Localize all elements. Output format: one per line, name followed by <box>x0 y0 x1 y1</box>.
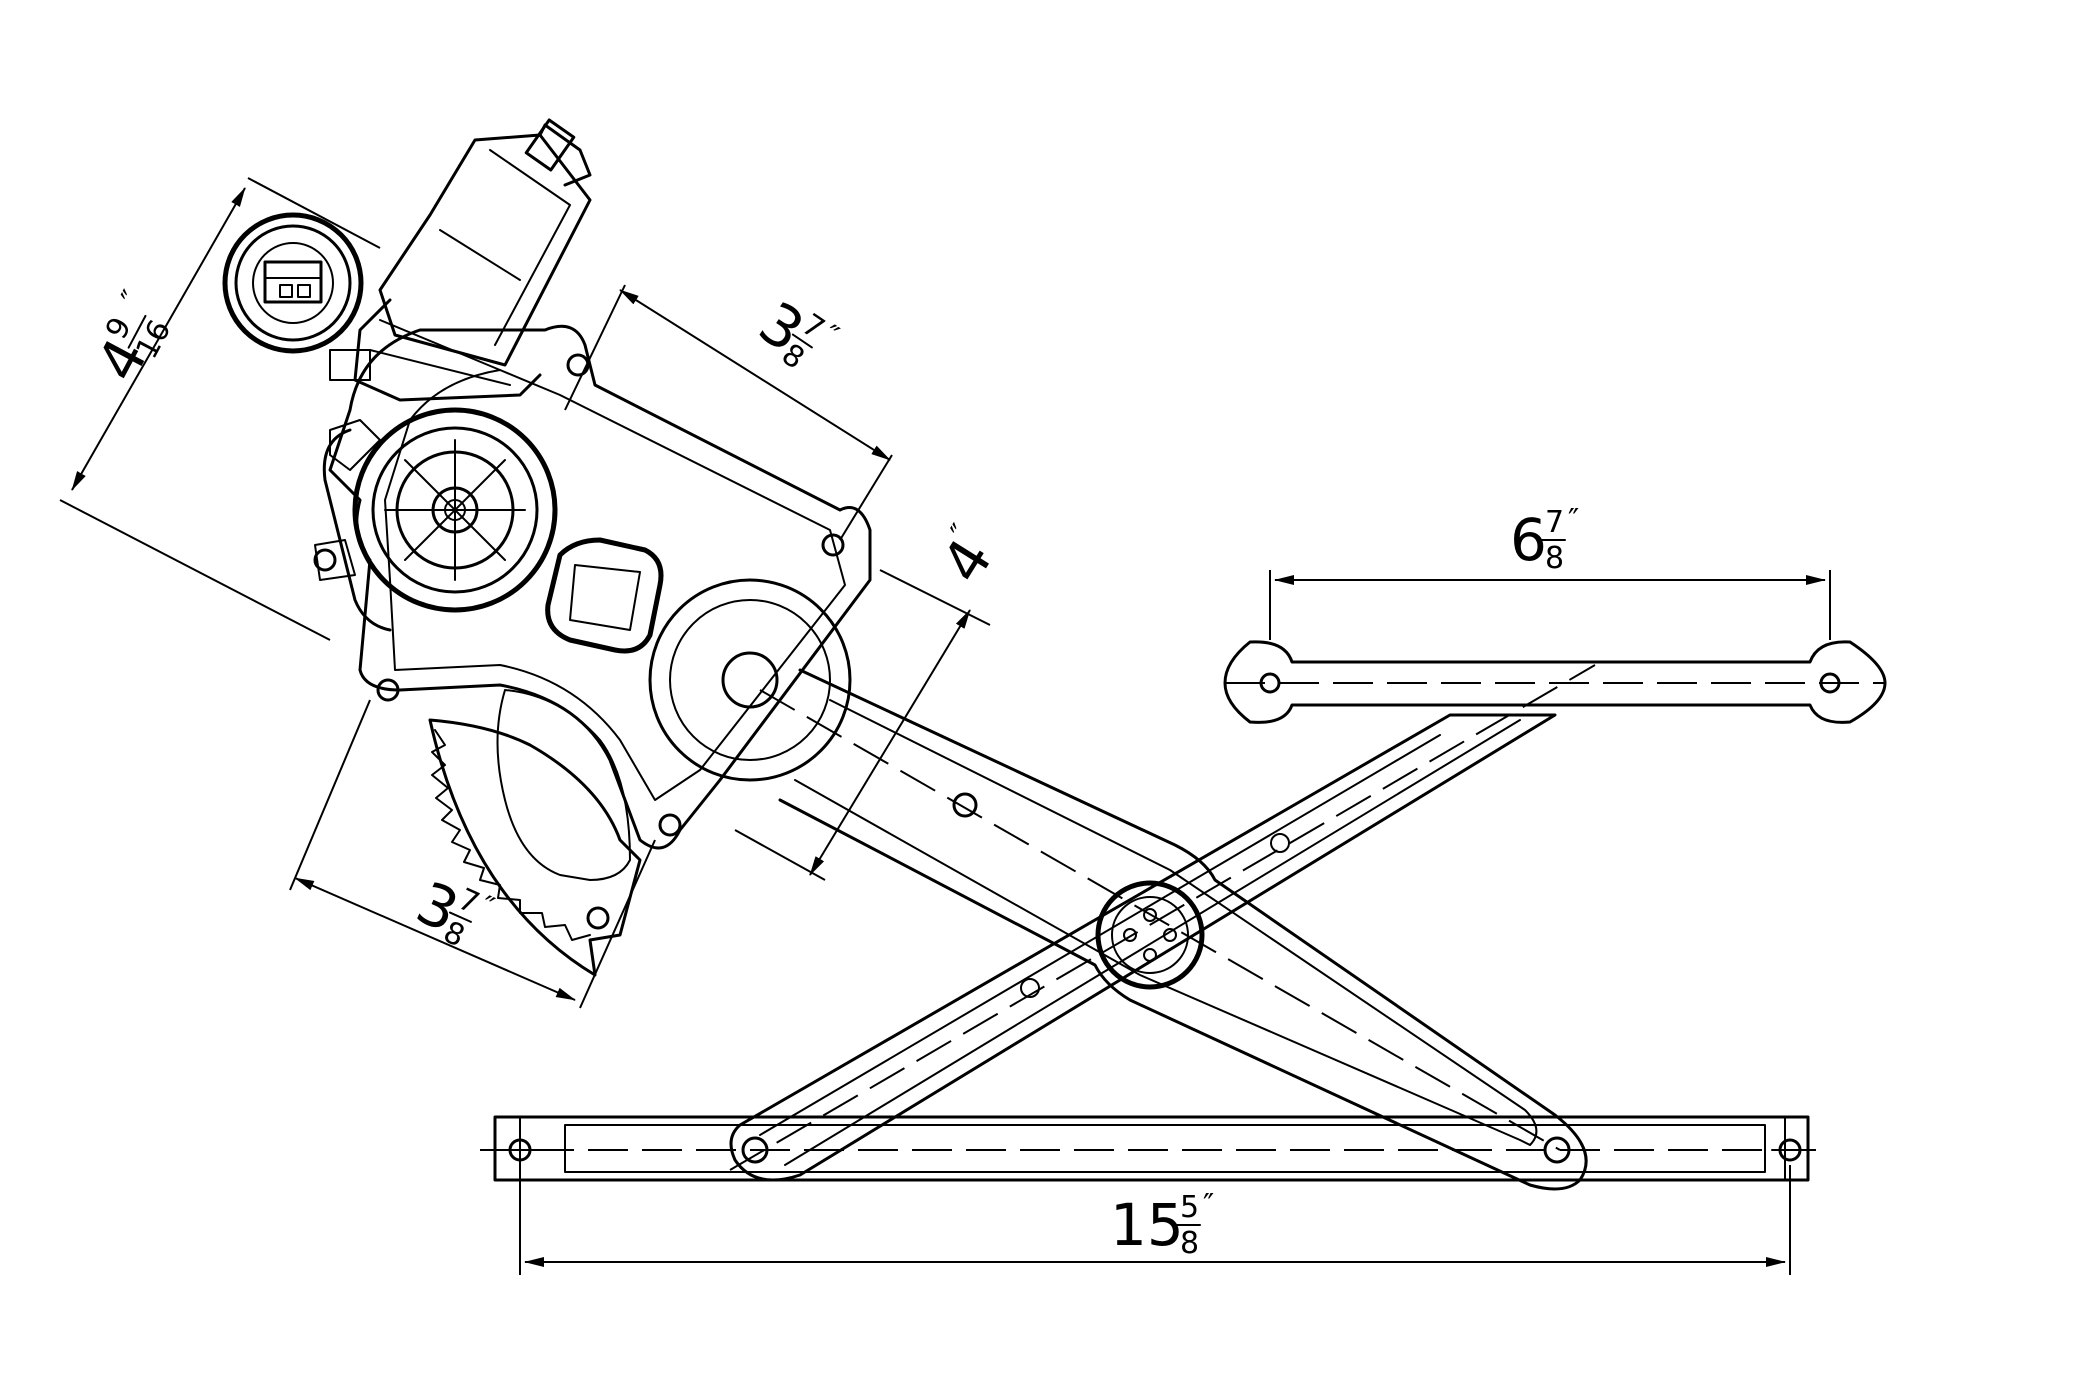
dim-label-arm-width: 4 ″ <box>929 518 1006 594</box>
drive-gear <box>313 407 558 632</box>
dim-label-motor-height: 4 9 16 ″ <box>84 285 179 392</box>
arm-hole <box>952 792 978 818</box>
lift-arm-main <box>759 668 1588 1191</box>
lower-rail <box>480 1115 1830 1182</box>
dim-unit: ″ <box>115 285 151 311</box>
dim-numerator: 5 <box>1180 1190 1199 1225</box>
dim-whole: 15 <box>1110 1191 1184 1259</box>
arm-pivot-lower <box>741 1136 769 1164</box>
dim-denominator: 8 <box>1545 541 1564 576</box>
oval-slot <box>545 537 664 654</box>
mounting-plate <box>328 324 872 850</box>
dim-label-upper-rail: 6 7 8 ″ <box>1510 503 1579 576</box>
arm-pivot-rail <box>1543 1136 1571 1164</box>
motor-body <box>329 118 592 402</box>
dim-unit: ″ <box>1203 1188 1214 1223</box>
dim-label-gear-sector: 3 7 8 ″ <box>407 868 499 954</box>
upper-rail <box>1223 640 1887 724</box>
upper-rail-hole-left <box>1259 672 1281 694</box>
dim-label-lower-rail: 15 5 8 ″ <box>1110 1188 1214 1261</box>
dim-numerator: 7 <box>1545 505 1564 540</box>
dim-unit: ″ <box>1568 503 1579 538</box>
motor-connector <box>222 212 364 354</box>
dim-whole: 6 <box>1510 506 1547 574</box>
upper-rail-hole-right <box>1819 672 1841 694</box>
dimension-lines <box>59 177 1831 1275</box>
center-pivot <box>1095 880 1205 990</box>
dim-denominator: 8 <box>1180 1226 1199 1261</box>
dim-label-gear-to-arm: 3 7 8 ″ <box>747 288 844 376</box>
